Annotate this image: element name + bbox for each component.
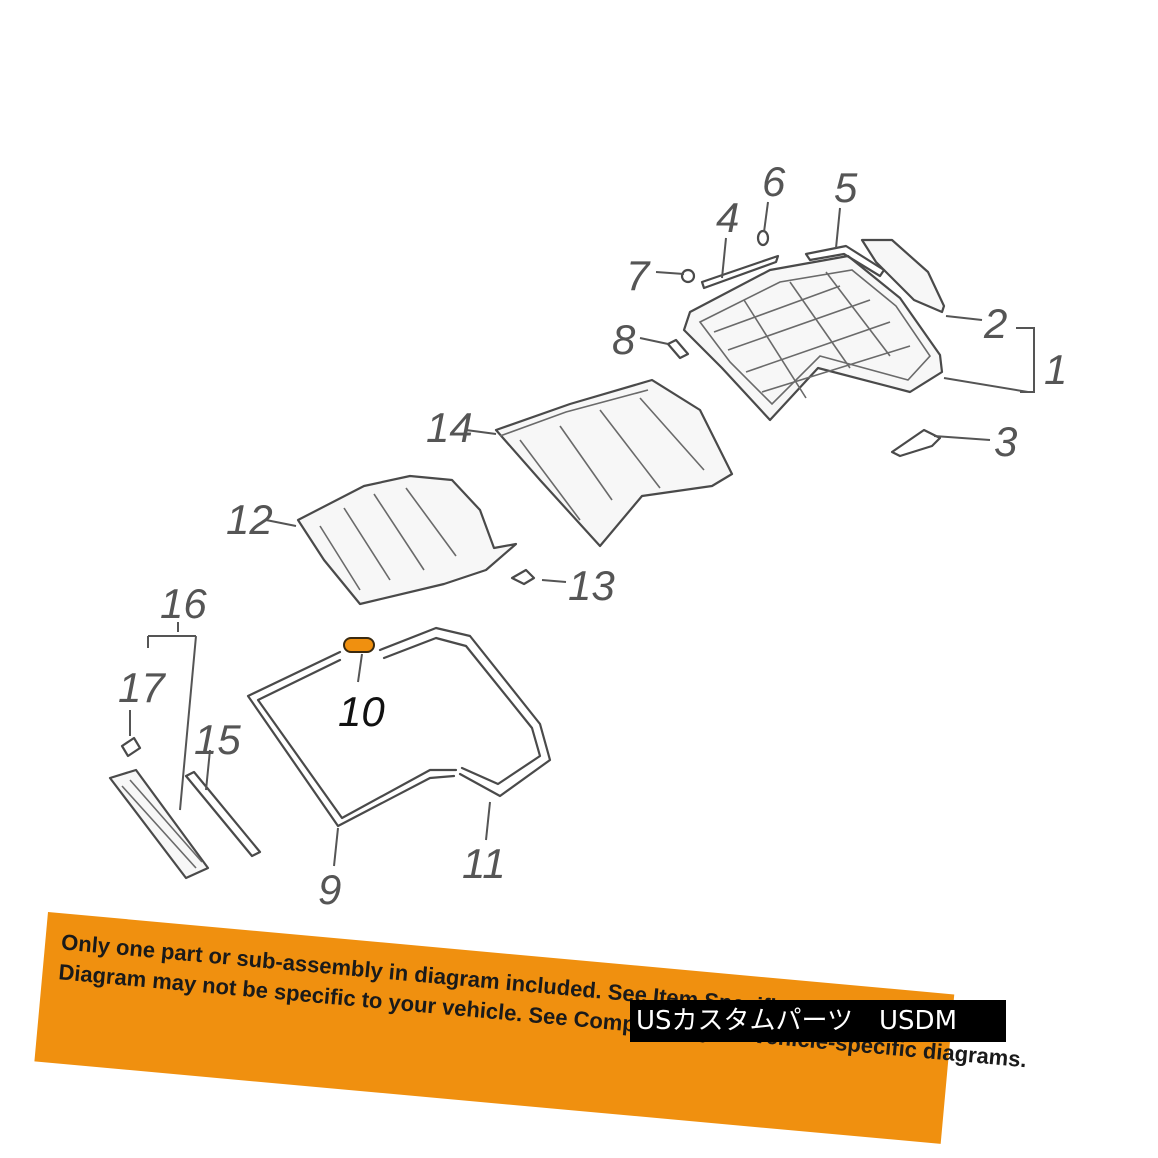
callout-8: 8 — [612, 316, 636, 363]
part-3-trim — [890, 428, 942, 458]
callout-10: 10 — [338, 688, 385, 735]
part-7-fastener — [680, 268, 696, 284]
callout-14: 14 — [426, 404, 473, 451]
callout-2: 2 — [983, 300, 1007, 347]
callout-13: 13 — [568, 562, 615, 609]
part-6-clip — [756, 229, 770, 247]
part-11-weatherstrip — [378, 626, 552, 798]
part-8-plug — [666, 338, 690, 360]
callout-5: 5 — [834, 164, 858, 211]
callout-3: 3 — [994, 418, 1017, 465]
callout-1: 1 — [1044, 346, 1067, 393]
part-16-cover-strip — [108, 768, 210, 880]
part-10-seal-highlighted — [343, 637, 375, 653]
part-15-molding — [184, 770, 262, 858]
part-5-bracket — [804, 244, 886, 278]
part-4-strip — [700, 254, 780, 290]
store-tag: USカスタムパーツ USDM — [630, 1000, 1006, 1042]
part-17-clip — [120, 736, 142, 758]
callout-11: 11 — [462, 840, 506, 887]
part-14-roof-panel — [494, 378, 734, 548]
callout-17: 17 — [118, 664, 166, 711]
part-1-top-frame — [682, 254, 944, 422]
callout-6: 6 — [762, 158, 786, 205]
part-9-weatherstrip — [246, 650, 458, 828]
callout-4: 4 — [716, 194, 739, 241]
callout-16: 16 — [160, 580, 207, 627]
callout-15: 15 — [194, 716, 241, 763]
callout-9: 9 — [318, 866, 341, 913]
callout-12: 12 — [226, 496, 273, 543]
leader-lines — [129, 201, 1035, 867]
callout-7: 7 — [626, 252, 651, 299]
part-12-front-roof-panel — [296, 474, 518, 606]
part-13-bracket — [510, 568, 536, 586]
